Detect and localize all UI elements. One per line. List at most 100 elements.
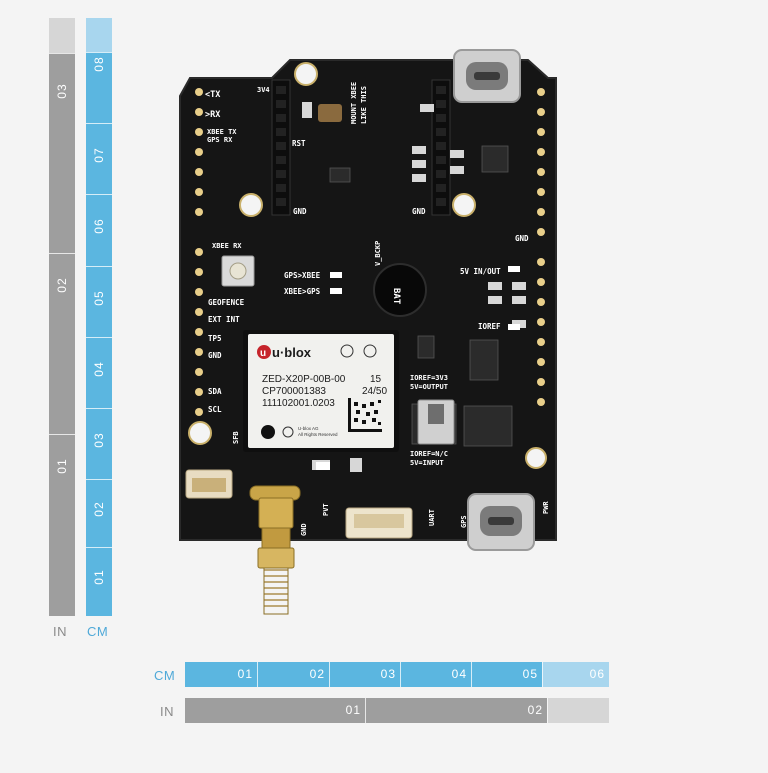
cm-ruler-06: 06 bbox=[86, 194, 112, 266]
cm-ruler-04: 04 bbox=[86, 337, 112, 408]
h-in-label-01: 01 bbox=[345, 703, 361, 717]
vertical-cm-unit: CM bbox=[87, 624, 109, 639]
cm-ruler-08: 08 bbox=[86, 52, 112, 123]
horizontal-in-ruler: 01 02 bbox=[185, 698, 609, 723]
svg-text:5V=INPUT: 5V=INPUT bbox=[410, 459, 444, 467]
horizontal-cm-ruler: 01 02 03 04 05 06 bbox=[185, 662, 609, 687]
svg-text:SDA: SDA bbox=[208, 387, 222, 396]
right-header-pins bbox=[537, 88, 545, 406]
data-matrix-code bbox=[348, 398, 382, 432]
svg-text:GND: GND bbox=[515, 234, 529, 243]
h-in-label-02: 02 bbox=[527, 703, 543, 717]
in-ruler-02: 02 bbox=[49, 253, 75, 434]
h-cm-label-06: 06 bbox=[589, 667, 605, 681]
jst-connector-bottom bbox=[345, 507, 413, 539]
ublox-module: u u·blox ZED-X20P-00B-00 CP700001383 111… bbox=[243, 330, 399, 452]
svg-text:EXT INT: EXT INT bbox=[208, 315, 240, 324]
svg-text:SFB: SFB bbox=[232, 431, 240, 444]
svg-text:PWR: PWR bbox=[542, 501, 550, 514]
svg-text:CP700001383: CP700001383 bbox=[262, 386, 326, 397]
h-cm-label-04: 04 bbox=[451, 667, 467, 681]
svg-text:ZED-X20P-00B-00: ZED-X20P-00B-00 bbox=[262, 374, 346, 385]
h-cm-seg-01: 01 bbox=[185, 662, 257, 687]
mounting-holes bbox=[188, 62, 547, 469]
led-ioref bbox=[508, 324, 520, 330]
svg-text:GND: GND bbox=[300, 523, 308, 536]
svg-text:U-blox AG: U-blox AG bbox=[298, 426, 319, 431]
h-cm-seg-02: 02 bbox=[257, 662, 329, 687]
vertical-in-unit: IN bbox=[53, 624, 67, 639]
led-pvt bbox=[316, 462, 330, 470]
vertical-inch-ruler: 03 02 01 bbox=[49, 18, 75, 616]
svg-text:TP5: TP5 bbox=[208, 334, 222, 343]
horizontal-cm-unit: CM bbox=[154, 668, 176, 683]
h-cm-label-05: 05 bbox=[522, 667, 538, 681]
mounting-hole bbox=[294, 62, 318, 86]
h-cm-seg-03: 03 bbox=[329, 662, 400, 687]
svg-text:GND: GND bbox=[293, 207, 307, 216]
svg-text:SCL: SCL bbox=[208, 405, 222, 414]
svg-text:BAT: BAT bbox=[391, 288, 401, 305]
vertical-cm-ruler: 08 07 06 05 04 03 02 01 bbox=[86, 18, 112, 616]
svg-text:5V=OUTPUT: 5V=OUTPUT bbox=[410, 383, 448, 391]
leds bbox=[316, 266, 520, 470]
h-cm-label-03: 03 bbox=[380, 667, 396, 681]
left-header-pins bbox=[195, 88, 203, 416]
in-ruler-03: 03 bbox=[49, 53, 75, 253]
xbee-header-right bbox=[431, 79, 451, 216]
usb-c-bottom bbox=[467, 493, 535, 551]
svg-text:All Rights Reserved: All Rights Reserved bbox=[298, 432, 338, 437]
svg-text:5V IN/OUT: 5V IN/OUT bbox=[460, 267, 501, 276]
mounting-hole bbox=[525, 447, 547, 469]
svg-text:XBEE>GPS: XBEE>GPS bbox=[284, 287, 321, 296]
svg-text:GPS: GPS bbox=[460, 515, 468, 528]
capacitor-c30 bbox=[318, 104, 342, 122]
svg-text:111102001.0203: 111102001.0203 bbox=[262, 398, 335, 409]
mounting-hole bbox=[239, 193, 263, 217]
svg-text:GPS>XBEE: GPS>XBEE bbox=[284, 271, 321, 280]
svg-text:UART: UART bbox=[428, 509, 436, 526]
in-ruler-partial bbox=[49, 18, 75, 53]
cm-ruler-07: 07 bbox=[86, 123, 112, 194]
sma-connector bbox=[249, 485, 301, 615]
svg-text:IOREF: IOREF bbox=[478, 322, 501, 331]
svg-text:XBEE RX: XBEE RX bbox=[212, 242, 242, 250]
led-right bbox=[508, 266, 520, 272]
svg-text:LIKE THIS: LIKE THIS bbox=[360, 86, 368, 124]
horizontal-in-unit: IN bbox=[160, 704, 174, 719]
mounting-hole bbox=[452, 193, 476, 217]
svg-text:3V4: 3V4 bbox=[257, 86, 270, 94]
svg-text:u·blox: u·blox bbox=[272, 345, 312, 360]
usb-c-top bbox=[453, 49, 521, 103]
svg-text:u: u bbox=[260, 348, 266, 359]
battery-holder: BAT bbox=[373, 263, 427, 317]
h-in-seg-01: 01 bbox=[185, 698, 365, 723]
xbee-header-left bbox=[271, 79, 291, 216]
h-cm-seg-06: 06 bbox=[542, 662, 609, 687]
mounting-hole bbox=[188, 421, 212, 445]
cm-ruler-partial bbox=[86, 18, 112, 52]
svg-text:GEOFENCE: GEOFENCE bbox=[208, 298, 245, 307]
in-ruler-01: 01 bbox=[49, 434, 75, 616]
cm-ruler-01: 01 bbox=[86, 547, 112, 616]
svg-text:24/50: 24/50 bbox=[362, 386, 387, 397]
svg-text:PVT: PVT bbox=[322, 503, 330, 516]
led-xbee-gps bbox=[330, 288, 342, 294]
h-cm-seg-05: 05 bbox=[471, 662, 542, 687]
svg-text:GPS RX: GPS RX bbox=[207, 136, 233, 144]
svg-text:IOREF=3V3: IOREF=3V3 bbox=[410, 374, 448, 382]
cm-ruler-02: 02 bbox=[86, 479, 112, 547]
cm-ruler-05: 05 bbox=[86, 266, 112, 337]
h-in-seg-02: 02 bbox=[365, 698, 547, 723]
h-cm-label-01: 01 bbox=[237, 667, 253, 681]
svg-text:15: 15 bbox=[370, 374, 382, 385]
cm-ruler-03: 03 bbox=[86, 408, 112, 479]
h-cm-seg-04: 04 bbox=[400, 662, 471, 687]
svg-text:MOUNT XBEE: MOUNT XBEE bbox=[350, 82, 358, 124]
svg-text:GND: GND bbox=[208, 351, 222, 360]
svg-text:XBEE TX: XBEE TX bbox=[207, 128, 237, 136]
h-in-seg-partial bbox=[547, 698, 609, 723]
svg-text:V_BCKP: V_BCKP bbox=[374, 241, 382, 266]
svg-text:GND: GND bbox=[412, 207, 426, 216]
